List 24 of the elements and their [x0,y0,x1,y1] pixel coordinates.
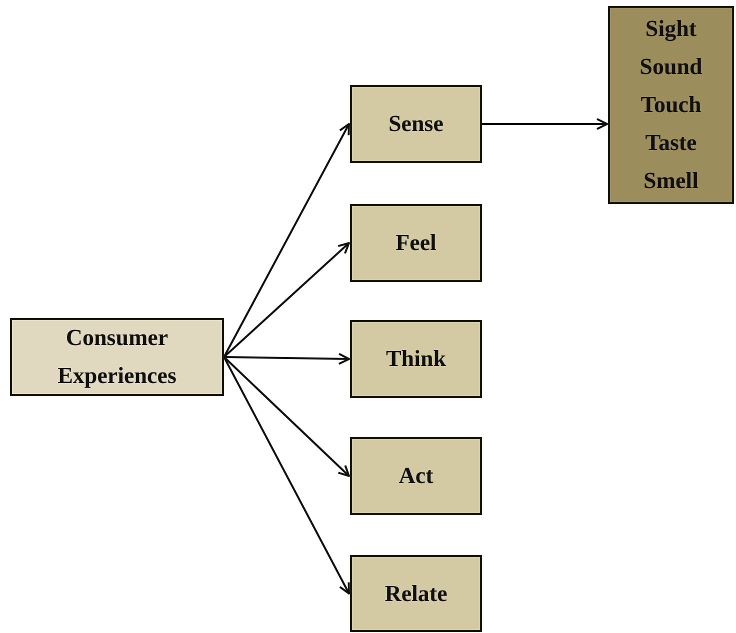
process-box [350,555,482,632]
process-box [350,320,482,398]
box-label: Sound [640,53,702,81]
arrow [224,352,350,365]
process-box [350,204,482,282]
box-label: Touch [640,91,702,119]
box-label: Feel [396,229,436,257]
process-box [608,6,734,204]
arrow [223,356,350,477]
process-box [350,437,482,515]
box-label: Sense [388,110,444,138]
box-label: Act [398,462,434,490]
arrow [482,118,608,130]
arrow [223,242,350,358]
box-label: Smell [644,167,698,195]
box-label: Consumer Experiences [56,324,178,390]
box-label: Taste [645,129,697,157]
process-box [10,318,224,396]
box-label: Sight [645,15,697,44]
box-label: Relate [384,580,448,608]
arrow [223,123,350,358]
process-box [350,85,482,163]
arrow [223,356,350,594]
box-label: Think [386,345,446,373]
